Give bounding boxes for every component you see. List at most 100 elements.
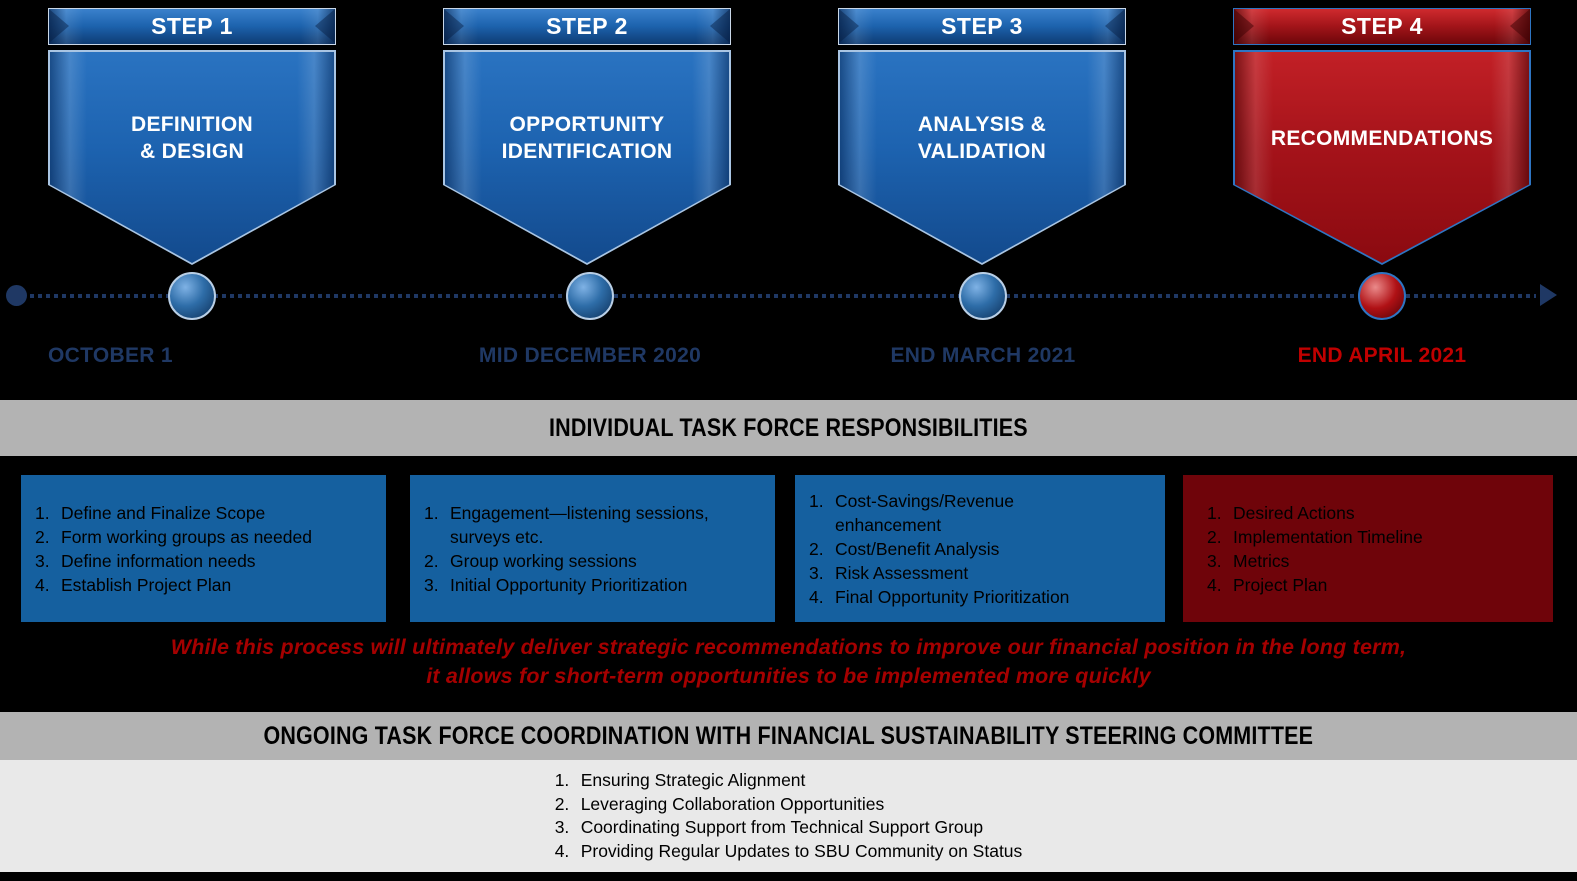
step-1-title: DEFINITION & DESIGN	[48, 98, 336, 178]
coordination-section: 1. Ensuring Strategic Alignment 2. Leverag…	[0, 760, 1577, 872]
item-text: Define and Finalize Scope	[61, 502, 266, 523]
item-number: 4.	[35, 574, 50, 595]
item-number: 2.	[35, 526, 50, 547]
coordination-band: ONGOING TASK FORCE COORDINATION WITH FIN…	[0, 712, 1577, 760]
step-2-banner: STEP 2	[443, 8, 731, 45]
list-item: 3. Coordinating Support from Technical Su…	[555, 816, 1023, 840]
step-2-pentagon: OPPORTUNITY IDENTIFICATION	[443, 50, 731, 265]
item-text: Risk Assessment	[835, 562, 969, 583]
timeline-start-dot-icon	[6, 285, 27, 306]
task-box-definition-design: 1. Define and Finalize Scope 2. Form worki…	[21, 475, 386, 622]
list-item: 2. Implementation Timeline	[1207, 525, 1539, 549]
step-2-title-line2: IDENTIFICATION	[501, 140, 673, 163]
list-item: 3. Define information needs	[35, 549, 372, 573]
step-2-milestone-sphere-icon	[566, 272, 614, 320]
item-text: Define information needs	[61, 550, 256, 571]
task-box-analysis-validation: 1. Cost-Savings/Revenue enhancement 2. Cos…	[795, 475, 1165, 622]
item-text: Metrics	[1233, 550, 1290, 571]
item-number: 2.	[809, 538, 824, 559]
step-2-title-line1: OPPORTUNITY	[509, 113, 665, 136]
item-number: 1.	[554, 770, 570, 790]
list-item: 3. Metrics	[1207, 549, 1539, 573]
item-number: 1.	[35, 502, 50, 523]
item-number: 1.	[809, 490, 824, 511]
step-4-title-line1: RECOMMENDATIONS	[1270, 126, 1494, 150]
step-4-title: RECOMMENDATIONS	[1233, 98, 1531, 178]
item-text: Coordinating Support from Technical Supp…	[580, 817, 984, 837]
item-text: Cost-Savings/Revenue enhancement	[835, 490, 1014, 535]
item-number: 2.	[554, 793, 570, 814]
step-3-title: ANALYSIS & VALIDATION	[838, 98, 1126, 178]
item-text: Form working groups as needed	[61, 526, 312, 547]
item-number: 3.	[35, 550, 50, 571]
step-3-title-line1: ANALYSIS &	[917, 113, 1047, 136]
timeline-arrowhead-icon	[1540, 284, 1557, 306]
list-item: 3.Initial Opportunity Prioritization	[424, 573, 745, 597]
step-2-title: OPPORTUNITY IDENTIFICATION	[443, 98, 731, 178]
list-item: 4. Project Plan	[1207, 573, 1539, 597]
coordination-list: 1. Ensuring Strategic Alignment 2. Leverag…	[555, 769, 1023, 863]
coordination-band-title: ONGOING TASK FORCE COORDINATION WITH FIN…	[263, 721, 1314, 750]
item-number: 4.	[554, 840, 570, 861]
list-item: 2. Cost/Benefit Analysis	[809, 537, 1095, 561]
step-1-label: STEP 1	[151, 13, 233, 39]
list-item: 4. Establish Project Plan	[35, 573, 372, 597]
step-2-label: STEP 2	[546, 13, 628, 39]
item-number: 2.	[424, 550, 439, 571]
list-item: 1. Define and Finalize Scope	[35, 501, 372, 525]
list-item: 4.Final Opportunity Prioritization	[809, 585, 1095, 609]
task-box-recommendations: 1.Desired Actions 2.Implementation Timel…	[1183, 475, 1553, 622]
item-number: 3.	[809, 562, 824, 583]
list-item: 1. Ensuring Strategic Alignment	[555, 769, 1023, 793]
step-1-banner: STEP 1	[48, 8, 336, 45]
item-text: Providing Regular Updates to SBU Communi…	[580, 840, 1023, 861]
list-item: 2. Group working sessions	[424, 549, 745, 573]
step-4-banner: STEP 4	[1233, 8, 1531, 45]
responsibilities-band: INDIVIDUAL TASK FORCE RESPONSIBILITIES	[0, 400, 1577, 456]
step-1-date: OCTOBER 1	[48, 344, 173, 367]
list-item: 2. Leveraging Collaboration Opportunities	[555, 793, 1023, 817]
step-3-banner: STEP 3	[838, 8, 1126, 45]
item-text: Final Opportunity Prioritization	[835, 586, 1070, 607]
step-4-milestone-sphere-icon	[1358, 272, 1406, 320]
step-3-pentagon: ANALYSIS & VALIDATION	[838, 50, 1126, 265]
item-text: Engagement—listening sessions, surveys e…	[450, 502, 709, 547]
list-item: 1. Cost-Savings/Revenue enhancement	[809, 489, 1095, 537]
item-text: Desired Actions	[1233, 502, 1355, 523]
list-item: 2. Form working groups as needed	[35, 525, 372, 549]
item-number: 1.	[424, 502, 439, 523]
step-2-date: MID DECEMBER 2020	[478, 344, 702, 367]
list-item: 4. Providing Regular Updates to SBU Commu…	[555, 840, 1023, 864]
item-text: Implementation Timeline	[1233, 526, 1423, 547]
item-text: Cost/Benefit Analysis	[835, 538, 1000, 559]
responsibilities-band-title: INDIVIDUAL TASK FORCE RESPONSIBILITIES	[549, 413, 1028, 442]
step-1-milestone-sphere-icon	[168, 272, 216, 320]
step-4-pentagon: RECOMMENDATIONS	[1233, 50, 1531, 265]
step-4-date: END APRIL 2021	[1297, 344, 1467, 367]
step-3-title-line2: VALIDATION	[917, 140, 1047, 163]
item-number: 3.	[554, 817, 570, 837]
step-3-label: STEP 3	[941, 13, 1023, 39]
list-item: 3. Risk Assessment	[809, 561, 1095, 585]
step-3-milestone-sphere-icon	[959, 272, 1007, 320]
task-box-opportunity-identification: 1. Engagement—listening sessions, surveys…	[410, 475, 775, 622]
item-text: Ensuring Strategic Alignment	[580, 770, 806, 790]
step-1-title-line1: DEFINITION	[131, 113, 253, 136]
item-number: 3.	[1207, 550, 1222, 571]
item-text: Group working sessions	[450, 550, 637, 571]
note-line-2: it allows for short-term opportunities t…	[426, 664, 1151, 688]
step-1-pentagon: DEFINITION & DESIGN	[48, 50, 336, 265]
step-3-date: END MARCH 2021	[890, 344, 1076, 367]
item-number: 3.	[424, 574, 439, 595]
note-line-1: While this process will ultimately deliv…	[170, 635, 1407, 659]
step-4-label: STEP 4	[1341, 13, 1423, 39]
list-item: 1. Engagement—listening sessions, surveys…	[424, 501, 745, 549]
item-number: 2.	[1207, 526, 1222, 547]
item-text: Establish Project Plan	[61, 574, 232, 595]
timeline-dotted-line	[30, 294, 1536, 298]
item-number: 4.	[1207, 574, 1222, 595]
step-1-title-line2: & DESIGN	[140, 140, 244, 163]
item-text: Project Plan	[1233, 574, 1328, 595]
item-text: Leveraging Collaboration Opportunities	[580, 793, 885, 814]
